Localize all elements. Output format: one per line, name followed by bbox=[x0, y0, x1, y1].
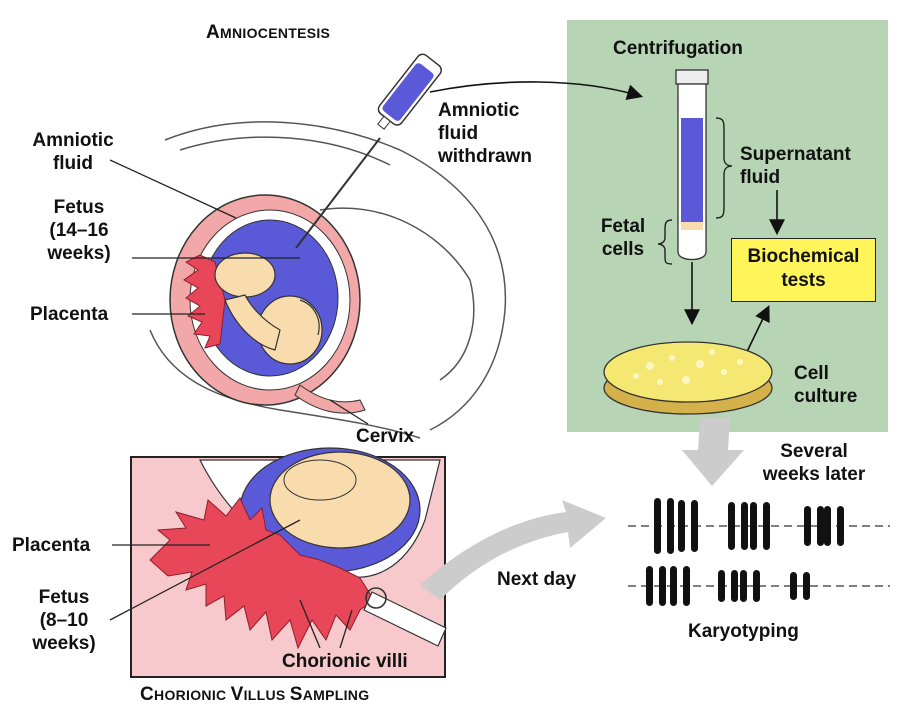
label-amniotic-fluid: Amniotic fluid bbox=[32, 130, 114, 174]
cvs-title-illus: ILLUS bbox=[243, 687, 290, 703]
label-karyotyping: Karyotyping bbox=[688, 621, 799, 642]
label-fetal-cells: Fetal cells bbox=[600, 216, 646, 260]
label-supernatant: Supernatant fluid bbox=[740, 144, 851, 188]
amnio-title-initial: A bbox=[206, 22, 221, 43]
abdomen-outline bbox=[149, 121, 507, 439]
fetal-cells-brace bbox=[657, 219, 673, 265]
arrow-culture-to-biochem bbox=[743, 305, 770, 359]
label-cervix: Cervix bbox=[356, 426, 415, 447]
label-fetus-cvs: Fetus (8–10 weeks) bbox=[32, 587, 96, 654]
label-next-day: Next day bbox=[497, 569, 577, 590]
chromosomes bbox=[646, 498, 844, 606]
test-tube bbox=[675, 69, 709, 261]
fetus-amnio bbox=[214, 252, 323, 365]
cvs-title-s: S bbox=[289, 684, 303, 705]
label-fetus-amnio: Fetus (14–16 weeks) bbox=[47, 197, 111, 264]
leader-lines-amnio bbox=[109, 159, 369, 425]
cvs-placenta bbox=[149, 497, 375, 650]
arrow-to-centrifuge bbox=[429, 81, 644, 100]
biochemical-tests-box: Biochemical tests bbox=[731, 238, 876, 302]
petri-dish bbox=[603, 341, 773, 415]
cvs-catheter bbox=[363, 587, 447, 647]
cvs-title: CHORIONIC VILLUS SAMPLING bbox=[140, 684, 369, 706]
amniocentesis-title: AMNIOCENTESIS bbox=[206, 22, 330, 44]
cvs-title-horionic: HORIONIC bbox=[154, 687, 231, 703]
label-fluid-withdrawn: Amniotic fluid withdrawn bbox=[438, 100, 532, 167]
label-centrifugation: Centrifugation bbox=[613, 38, 743, 59]
label-several-weeks: Several weeks later bbox=[762, 441, 866, 485]
supernatant-brace bbox=[715, 117, 733, 219]
arrow-next-day bbox=[420, 500, 606, 600]
syringe bbox=[295, 53, 442, 249]
label-placenta-amnio: Placenta bbox=[30, 304, 109, 325]
label-placenta-cvs: Placenta bbox=[12, 535, 91, 556]
leader-lines-cvs bbox=[109, 519, 353, 649]
cvs-title-c: C bbox=[140, 684, 155, 705]
label-chorionic-villi: Chorionic villi bbox=[282, 651, 408, 672]
label-cell-culture: Cell culture bbox=[794, 363, 858, 407]
cvs-title-ampling: AMPLING bbox=[302, 687, 370, 703]
arrow-culture-to-karyotype bbox=[682, 418, 744, 486]
amnio-title-rest: MNIOCENTESIS bbox=[220, 25, 331, 41]
cvs-title-v: V bbox=[230, 684, 244, 705]
